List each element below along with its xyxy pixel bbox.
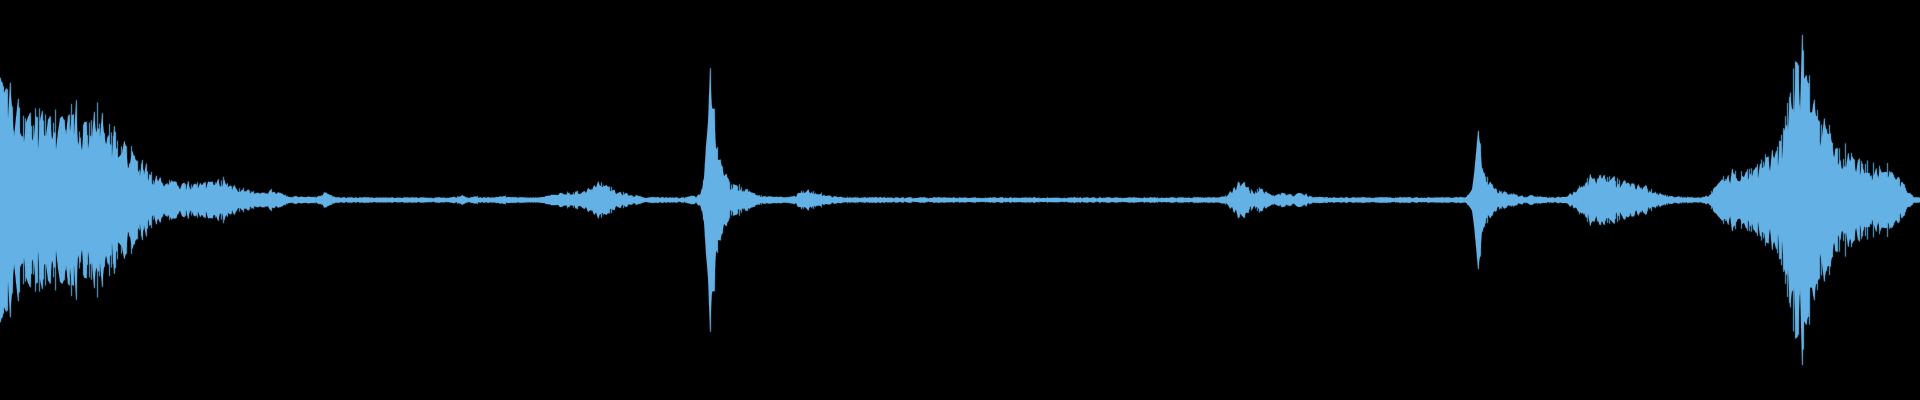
waveform-envelope-path	[0, 34, 1920, 366]
